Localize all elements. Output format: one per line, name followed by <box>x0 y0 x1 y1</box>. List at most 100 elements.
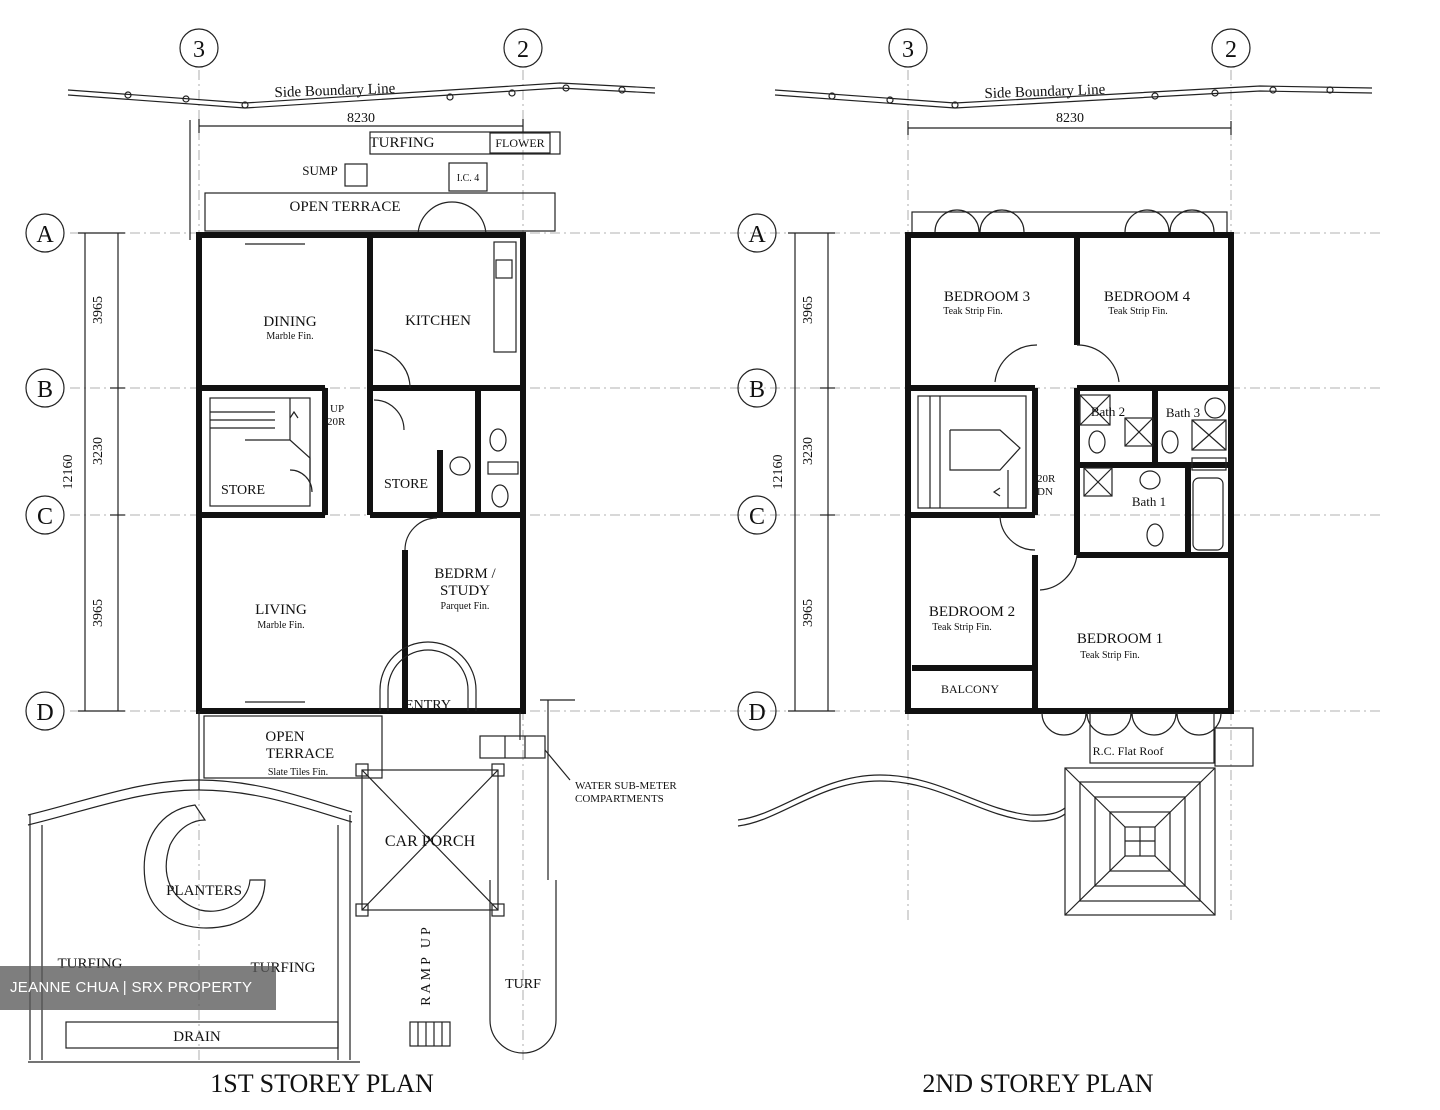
label-water-meter-2: COMPARTMENTS <box>575 793 664 805</box>
grid-row-b-bubble-2: B <box>737 368 777 408</box>
label-study-finish: Parquet Fin. <box>441 601 490 612</box>
kitchen-door-swing <box>373 349 411 389</box>
grid-row-a-bubble-2: A <box>737 213 777 253</box>
grid-row-b-bubble: B <box>25 368 65 408</box>
bathtub <box>1192 477 1224 551</box>
label-open: OPEN <box>265 729 304 745</box>
svg-text:12160: 12160 <box>771 455 786 490</box>
label-bath-2: Bath 2 <box>1091 404 1125 419</box>
second-storey-plan: 3 2 A B C D <box>737 28 1373 1098</box>
rc-flat-roof <box>1089 712 1215 764</box>
svg-text:3965: 3965 <box>801 599 816 627</box>
label-bedroom-3: BEDROOM 3 <box>944 289 1030 305</box>
label-bedroom-3-finish: Teak Strip Fin. <box>943 306 1003 317</box>
water-meter-box <box>479 735 546 759</box>
car-porch-roof <box>355 763 505 917</box>
label-bedroom-study-2: STUDY <box>440 583 490 599</box>
open-terrace-front <box>203 715 383 779</box>
bedroom-door-swing <box>404 517 438 551</box>
svg-text:3230: 3230 <box>91 437 106 465</box>
label-bath-3: Bath 3 <box>1166 405 1200 420</box>
svg-text:A: A <box>748 222 766 248</box>
kitchen-counter <box>493 241 517 353</box>
bath2-shower <box>1079 394 1111 426</box>
first-storey-plan: 3 2 A B C D <box>25 28 677 1098</box>
label-up: UP <box>330 403 344 415</box>
turf-strip <box>489 880 557 1054</box>
grid-col-2-bubble-2: 2 <box>1211 28 1251 68</box>
svg-text:A: A <box>36 222 54 248</box>
grid-col-2-bubble: 2 <box>503 28 543 68</box>
label-up-risers: 20R <box>327 416 346 428</box>
grid-row-d-bubble: D <box>25 691 65 731</box>
label-ramp-up: RAMP UP <box>419 924 434 1006</box>
svg-text:3: 3 <box>902 37 914 63</box>
svg-text:Side Boundary Line: Side Boundary Line <box>984 82 1106 102</box>
height-dimensions: 3965 3230 3965 12160 <box>61 232 125 712</box>
svg-text:D: D <box>36 700 53 726</box>
label-terrace-finish: Slate Tiles Fin. <box>268 767 328 778</box>
height-dimensions-2: 3965 3230 3965 12160 <box>771 232 835 712</box>
svg-text:3: 3 <box>193 37 205 63</box>
svg-text:Side Boundary Line: Side Boundary Line <box>274 81 396 101</box>
side-boundary-line: Side Boundary Line <box>67 81 656 109</box>
svg-text:2: 2 <box>517 37 529 63</box>
label-ic4: I.C. 4 <box>457 173 480 184</box>
porch-roof-tiles <box>1064 767 1216 916</box>
rear-door-swing <box>417 201 453 237</box>
grid-row-a-bubble: A <box>25 213 65 253</box>
svg-text:8230: 8230 <box>1056 111 1084 126</box>
label-dn: DN <box>1037 486 1053 498</box>
label-dining: DINING <box>263 314 316 330</box>
store-door-swing <box>373 399 405 431</box>
title-second-storey: 2ND STOREY PLAN <box>922 1069 1153 1098</box>
staircase-second <box>917 395 1027 509</box>
wc-toilet <box>489 428 507 452</box>
label-bedroom-2-finish: Teak Strip Fin. <box>932 622 992 633</box>
label-kitchen: KITCHEN <box>405 313 471 329</box>
label-entry: ENTRY <box>405 698 451 713</box>
svg-text:C: C <box>749 504 765 530</box>
kitchen-sink <box>495 259 513 279</box>
svg-text:D: D <box>748 700 765 726</box>
rear-turfing-strip <box>369 131 561 155</box>
label-bedroom-2: BEDROOM 2 <box>929 604 1015 620</box>
label-drain: DRAIN <box>173 1029 221 1045</box>
width-dimension: 8230 <box>198 111 524 133</box>
svg-text:2: 2 <box>1225 37 1237 63</box>
front-curve-wall-2 <box>737 774 1066 821</box>
grid-col-3-bubble: 3 <box>179 28 219 68</box>
sump-pit <box>344 163 368 187</box>
open-terrace-rear <box>204 192 556 232</box>
planter-curve <box>143 804 266 929</box>
svg-text:B: B <box>37 377 53 403</box>
label-terrace: TERRACE <box>266 746 334 762</box>
label-bedroom-1: BEDROOM 1 <box>1077 631 1163 647</box>
side-boundary-line-2: Side Boundary Line <box>774 82 1373 109</box>
width-dimension-2: 8230 <box>907 111 1232 135</box>
grid-row-d-bubble-2: D <box>737 691 777 731</box>
label-dining-finish: Marble Fin. <box>266 331 313 342</box>
outer-walls-first <box>196 232 526 714</box>
label-store-stair: STORE <box>221 483 265 498</box>
outer-walls-second <box>905 232 1234 714</box>
front-garden-wall <box>27 779 353 816</box>
label-bedroom-1-finish: Teak Strip Fin. <box>1080 650 1140 661</box>
entry-arch <box>379 641 477 711</box>
label-bedroom-4: BEDROOM 4 <box>1104 289 1191 305</box>
svg-text:C: C <box>37 504 53 530</box>
grid-row-c-bubble-2: C <box>737 495 777 535</box>
svg-text:3230: 3230 <box>801 437 816 465</box>
svg-text:8230: 8230 <box>347 111 375 126</box>
label-car-porch: CAR PORCH <box>385 833 476 850</box>
wc-basin <box>449 456 471 476</box>
svg-text:3965: 3965 <box>801 296 816 324</box>
label-planters: PLANTERS <box>166 883 242 899</box>
label-sump: SUMP <box>302 163 337 178</box>
label-turf: TURF <box>505 977 541 992</box>
svg-text:3965: 3965 <box>91 296 106 324</box>
label-store: STORE <box>384 477 428 492</box>
grid-row-c-bubble: C <box>25 495 65 535</box>
title-first-storey: 1ST STOREY PLAN <box>210 1069 434 1098</box>
label-open-terrace-rear: OPEN TERRACE <box>290 199 401 215</box>
